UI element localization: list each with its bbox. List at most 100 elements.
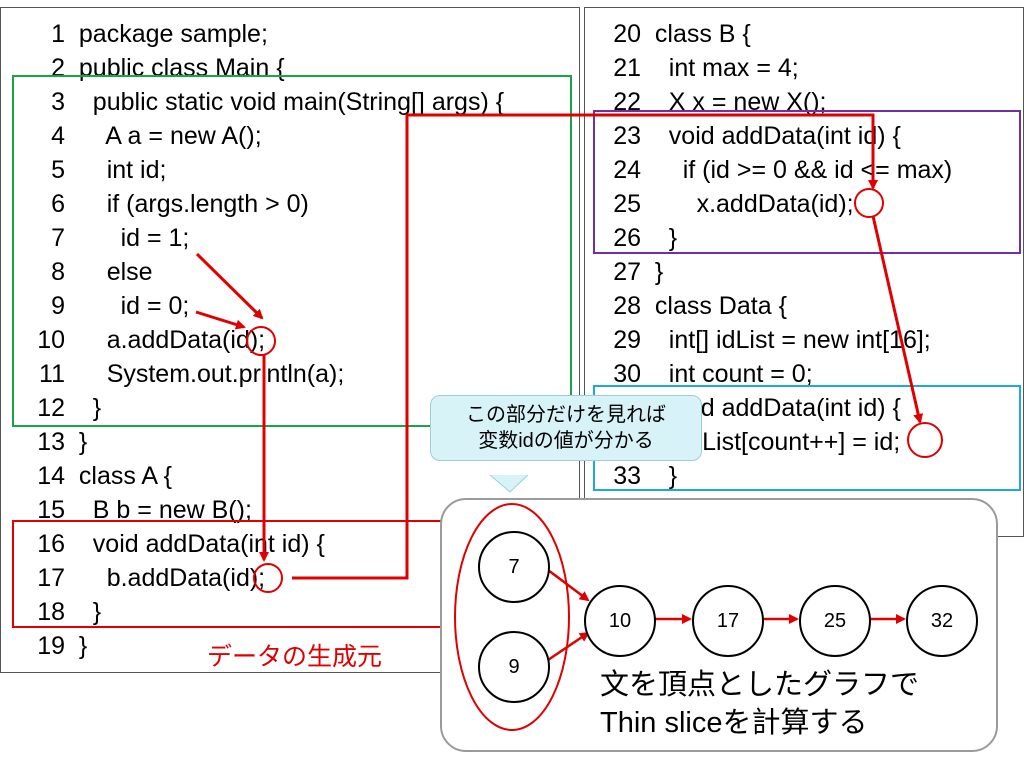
class-b-adddata-box: [593, 110, 1021, 254]
code-text: void addData(int id) {: [654, 122, 901, 150]
code-text: id = 1;: [78, 224, 190, 252]
line-number: 18: [37, 598, 65, 626]
line-number: 17: [37, 564, 65, 592]
left-code-panel: 1 package sample;2 public class Main {3 …: [0, 7, 580, 673]
code-text: B b = new B();: [78, 496, 252, 524]
left-line-12: 12 }: [17, 391, 101, 425]
code-text: }: [654, 224, 678, 252]
left-line-19: 19 }: [17, 629, 87, 663]
line-number: 25: [613, 190, 641, 218]
left-line-13: 13 }: [17, 425, 87, 459]
left-line-4: 4 A a = new A();: [17, 119, 262, 153]
code-text: int max = 4;: [654, 54, 799, 82]
right-line-33: 33 }: [593, 459, 677, 493]
arrow-line9-to-line10: [195, 310, 246, 330]
line-number: 11: [39, 360, 65, 388]
code-text: x.addData(id);: [654, 190, 854, 218]
line-number: 33: [613, 462, 641, 490]
code-text: A a = new A();: [78, 122, 262, 150]
line-number: 15: [37, 496, 65, 524]
code-text: class B {: [654, 20, 751, 48]
code-text: System.out.println(a);: [78, 360, 345, 388]
line-number: 13: [37, 428, 65, 456]
line-number: 23: [613, 122, 641, 150]
right-line-23: 23 void addData(int id) {: [593, 119, 901, 153]
code-text: b.addData(id);: [78, 564, 266, 592]
graph-caption-line1: 文を頂点としたグラフで: [600, 669, 920, 701]
code-text: }: [78, 394, 102, 422]
right-line-24: 24 if (id >= 0 && id <= max): [593, 153, 952, 187]
line-number: 8: [51, 258, 65, 286]
code-text: }: [78, 598, 102, 626]
left-line-6: 6 if (args.length > 0): [17, 187, 309, 221]
callout-line1: この部分だけを見れば: [466, 404, 666, 426]
node-17: 17: [692, 585, 764, 657]
left-line-8: 8 else: [17, 255, 153, 289]
edge-7-10: [547, 569, 590, 602]
code-text: a.addData(id);: [78, 326, 266, 354]
node-7: 7: [478, 531, 550, 603]
line-number: 29: [613, 326, 641, 354]
graph-caption-line2: Thin sliceを計算する: [600, 707, 868, 739]
left-line-15: 15 B b = new B();: [17, 493, 252, 527]
source-nodes-ellipse: [454, 503, 570, 731]
right-line-20: 20 class B {: [593, 17, 751, 51]
id-circle-line17: [253, 563, 283, 593]
code-text: int id;: [78, 156, 167, 184]
line-number: 19: [37, 632, 65, 660]
left-line-7: 7 id = 1;: [17, 221, 189, 255]
code-text: class Data {: [654, 292, 787, 320]
code-text: public class Main {: [78, 54, 285, 82]
id-circle-line25: [854, 188, 884, 218]
code-text: }: [78, 632, 88, 660]
callout-tail: [489, 474, 529, 493]
main-method-box: [12, 75, 572, 427]
node-9: 9: [478, 631, 550, 703]
code-text: if (args.length > 0): [78, 190, 309, 218]
arrow-line7-to-line10: [195, 252, 264, 320]
code-text: }: [78, 428, 88, 456]
right-line-27: 27 }: [593, 255, 663, 289]
arrow-line17-to-line25: [292, 113, 878, 580]
code-text: }: [654, 258, 664, 286]
code-text: else: [78, 258, 153, 286]
line-number: 5: [51, 156, 65, 184]
line-number: 1: [51, 20, 65, 48]
line-number: 4: [51, 122, 65, 150]
line-number: 30: [613, 360, 641, 388]
left-line-10: 10 a.addData(id);: [17, 323, 265, 357]
line-number: 10: [37, 326, 65, 354]
source-caption: データの生成元: [207, 643, 383, 671]
code-text: package sample;: [78, 20, 268, 48]
left-line-1: 1 package sample;: [17, 17, 268, 51]
line-number: 9: [51, 292, 65, 320]
code-text: int count = 0;: [654, 360, 813, 388]
line-number: 26: [613, 224, 641, 252]
line-number: 3: [51, 88, 65, 116]
right-line-26: 26 }: [593, 221, 677, 255]
code-text: void addData(int id) {: [78, 530, 325, 558]
code-text: class A {: [78, 462, 173, 490]
left-line-17: 17 b.addData(id);: [17, 561, 265, 595]
line-number: 24: [613, 156, 641, 184]
code-text: }: [654, 462, 678, 490]
right-line-30: 30 int count = 0;: [593, 357, 813, 391]
callout-bubble: この部分だけを見れば 変数idの値が分かる: [430, 395, 702, 461]
line-number: 12: [37, 394, 65, 422]
right-line-21: 21 int max = 4;: [593, 51, 799, 85]
node-10: 10: [584, 585, 656, 657]
left-line-9: 9 id = 0;: [17, 289, 189, 323]
left-line-11: 11 System.out.println(a);: [17, 357, 344, 391]
node-32: 32: [906, 585, 978, 657]
line-number: 27: [613, 258, 641, 286]
left-line-5: 5 int id;: [17, 153, 166, 187]
code-text: public static void main(String[] args) {: [78, 88, 505, 116]
code-text: id = 0;: [78, 292, 190, 320]
line-number: 14: [37, 462, 65, 490]
line-number: 20: [613, 20, 641, 48]
line-number: 28: [613, 292, 641, 320]
code-text: int[] idList = new int[16];: [654, 326, 931, 354]
right-line-25: 25 x.addData(id);: [593, 187, 854, 221]
line-number: 6: [51, 190, 65, 218]
